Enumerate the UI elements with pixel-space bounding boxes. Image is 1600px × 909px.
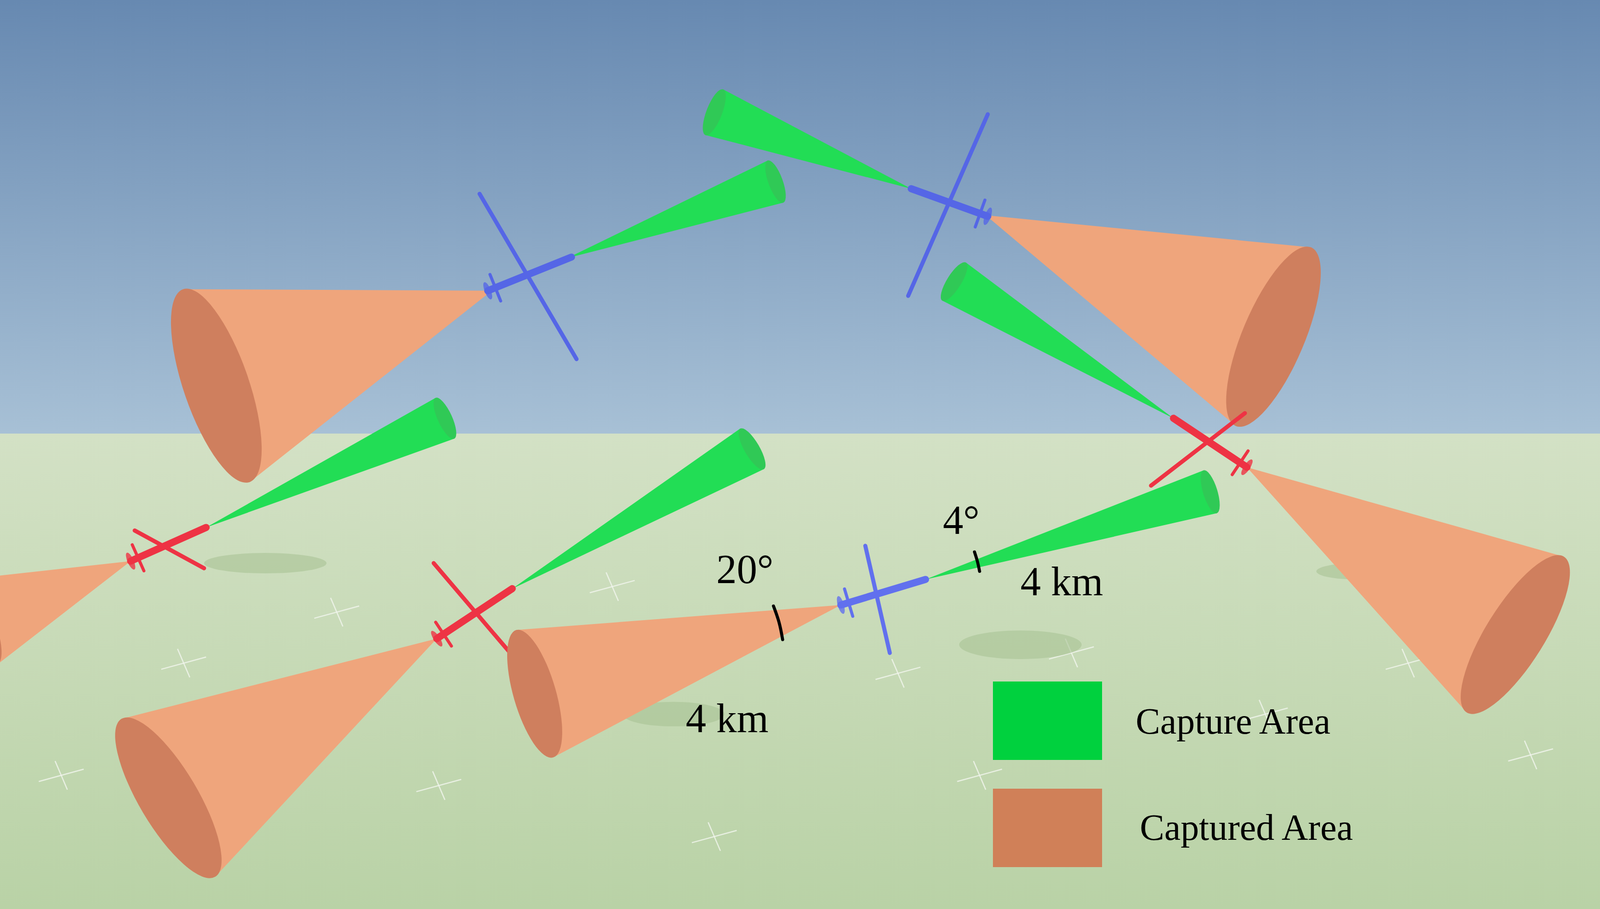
ground-marker [161,648,207,678]
aircraft-layer [0,86,1589,893]
ground-shadow [204,552,327,574]
captured-cone-base [152,278,281,494]
aircraft-fuselage [911,188,988,217]
ground-marker [875,659,921,688]
aircraft [698,86,1340,439]
capture-cone [942,262,1174,419]
aircraft-propeller [1239,457,1255,477]
ground-marker [416,771,462,800]
aircraft-propeller [981,206,994,227]
captured-cone [0,561,131,666]
ground-marker [38,761,84,790]
capture-cone [705,89,912,190]
capture-cone-base [698,86,731,138]
aircraft-tail [844,589,853,617]
dimension-label: 20° [716,549,774,591]
aircraft-fuselage [130,527,207,562]
captured-cone-base [1207,235,1340,439]
capture-cone [567,160,783,259]
ground [0,433,1600,909]
ground-marker [957,761,1003,790]
legend-swatch [992,681,1103,761]
ground-marker [1508,740,1554,770]
aircraft-propeller [429,629,445,648]
aircraft [152,157,790,493]
legend-swatch [992,788,1103,868]
dimension-label: 4 km [685,698,769,740]
dimension-label: 4 km [1020,561,1104,603]
aircraft-propeller [481,281,495,301]
ground-marker [691,822,737,852]
aircraft-propeller [124,551,138,572]
captured-cone-base [495,624,574,764]
capture-cone-base [1196,468,1224,516]
aircraft-wing [433,563,511,653]
ground-shadow [959,630,1082,660]
dimension-label: 4° [942,499,980,541]
captured-cone-base [96,704,241,893]
legend-label: Captured Area [1139,809,1353,846]
capture-cone-base [761,157,790,206]
ground-marker [314,597,360,627]
captured-cone [516,605,841,758]
aircraft [0,395,461,671]
capture-cone-base [935,258,972,305]
angle-mark [974,552,980,572]
capture-cone [206,398,455,528]
aircraft-fuselage [1173,418,1248,468]
aircraft-propeller [835,595,847,615]
aircraft [495,468,1224,764]
aircraft-wing [479,193,577,360]
aircraft-fuselage [436,588,513,639]
aircraft-fuselage [840,579,926,606]
captured-cone-base [1441,541,1589,729]
aircraft-tail [975,200,986,228]
capture-cone-base [429,395,461,442]
captured-cone-base [0,574,11,671]
aircraft-wing [908,114,988,297]
capture-cone-base [733,424,771,474]
angle-mark [773,606,783,640]
aircraft-fuselage [487,257,572,291]
legend-label: Capture Area [1135,703,1331,740]
ground-marker [590,572,635,602]
aircraft [935,258,1589,728]
